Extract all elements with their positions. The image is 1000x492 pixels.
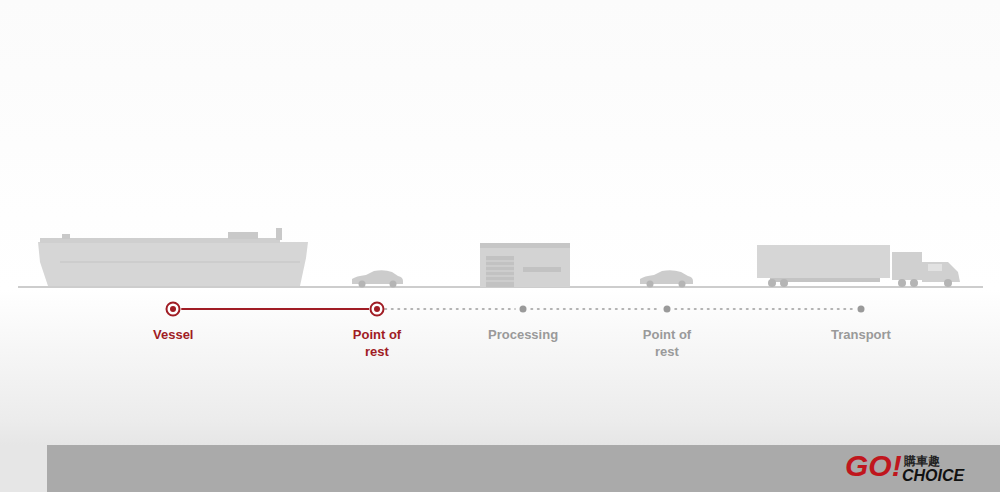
stop-marker (515, 301, 531, 317)
bottom-band (47, 445, 1000, 492)
timeline-stop: Point of rest (345, 301, 409, 360)
timeline-connector (385, 308, 515, 310)
processing-building (480, 243, 570, 287)
ship (38, 228, 308, 286)
car (640, 270, 693, 287)
car (352, 270, 403, 287)
timeline-stop: Processing (488, 301, 558, 343)
timeline-connector (531, 308, 659, 310)
stop-marker (165, 301, 181, 317)
stop-label: Transport (831, 326, 891, 343)
timeline-connector (675, 308, 853, 310)
stop-dot (515, 301, 531, 317)
logo-chinese: 購車趣 (904, 455, 940, 467)
stop-marker (369, 301, 385, 317)
timeline-stop: Vessel (153, 301, 194, 343)
logo-go: GO! (845, 451, 902, 481)
timeline-connector (181, 308, 369, 310)
stop-dot (369, 301, 385, 317)
stop-dot (165, 301, 181, 317)
timeline-stop: Transport (831, 301, 891, 343)
stop-label: Point of rest (635, 326, 699, 360)
truck (757, 245, 960, 287)
stop-label: Point of rest (345, 326, 409, 360)
stop-marker (853, 301, 869, 317)
stop-label: Vessel (153, 326, 194, 343)
timeline-stop: Point of rest (635, 301, 699, 360)
stop-label: Processing (488, 326, 558, 343)
stop-dot (659, 301, 675, 317)
stop-dot (853, 301, 869, 317)
logo-choice: CHOICE (902, 468, 964, 484)
stop-marker (659, 301, 675, 317)
